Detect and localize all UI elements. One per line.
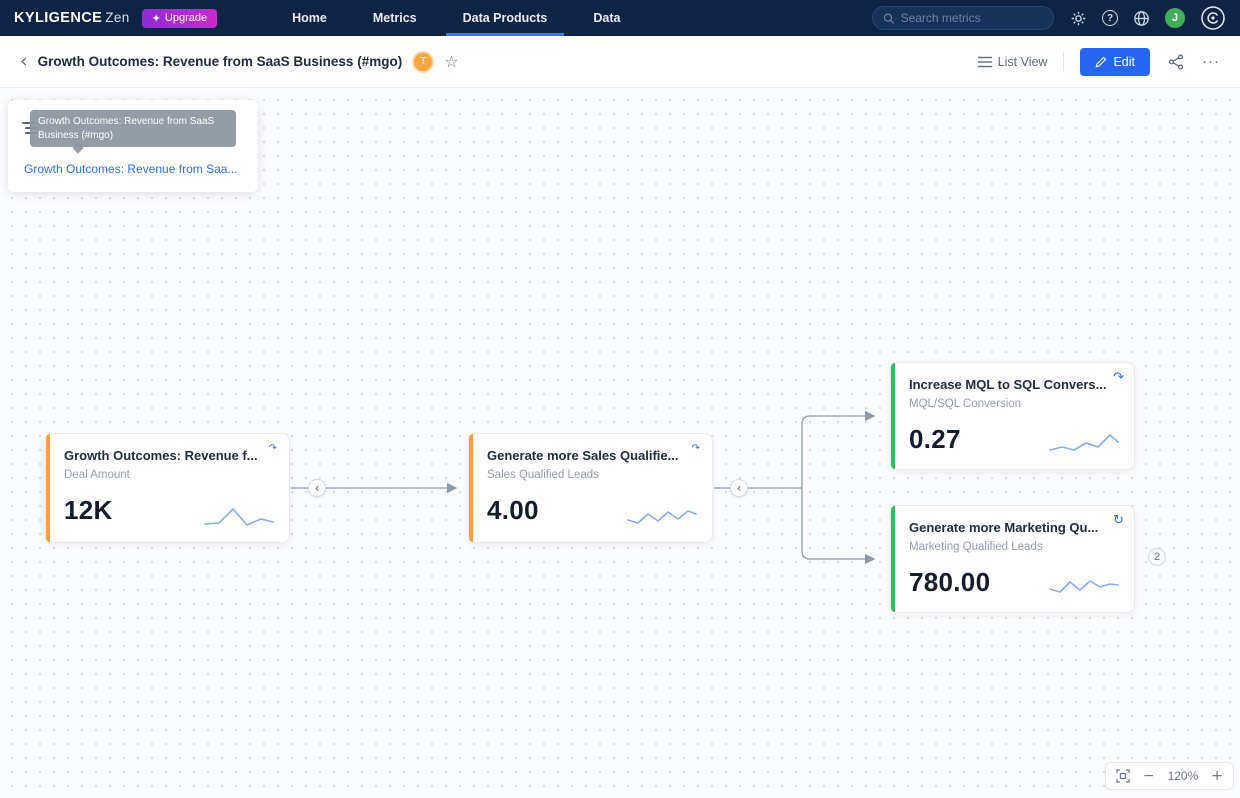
owner-badge[interactable]: T [414,53,432,71]
trend-arc-icon: ↷ [1113,371,1124,384]
nav-item-data[interactable]: Data [570,0,643,36]
brand-name: KYLIGENCE [14,10,102,26]
tree-selected-metric-link[interactable]: Growth Outcomes: Revenue from Saa... [24,162,248,176]
derived-metric-icon: ↷ [269,444,277,454]
list-view-label: List View [998,55,1048,69]
tree-tooltip: Growth Outcomes: Revenue from SaaS Busin… [30,110,236,147]
nav-label: Data Products [463,11,548,25]
edit-button[interactable]: Edit [1080,48,1150,76]
search-icon [883,12,895,25]
edit-label: Edit [1113,55,1135,69]
nav-item-metrics[interactable]: Metrics [350,0,440,36]
user-avatar[interactable]: J [1165,8,1185,28]
node-title: Growth Outcomes: Revenue f... [64,448,273,463]
sparkle-icon: ✦ [152,12,161,25]
fit-view-icon[interactable] [1116,769,1130,783]
metric-node-mql[interactable]: Generate more Marketing Qu... ↻ Marketin… [890,505,1135,613]
sparkline-chart [1048,429,1120,457]
node-metric-name: MQL/SQL Conversion [909,398,1118,410]
zoom-out-button[interactable]: − [1143,769,1155,783]
page-title: Growth Outcomes: Revenue from SaaS Busin… [38,54,403,69]
page-header: ‹ Growth Outcomes: Revenue from SaaS Bus… [0,36,1240,88]
upgrade-label: Upgrade [165,12,207,24]
refresh-icon: ↻ [1113,514,1124,527]
tree-navigator-panel: Growth Outcomes: Revenue from SaaS Busin… [8,100,258,192]
brand-logo[interactable]: KYLIGENCE Zen [14,10,130,26]
collapse-toggle[interactable]: ‹ [308,479,326,497]
metric-tree-canvas[interactable]: Growth Outcomes: Revenue from SaaS Busin… [0,88,1240,798]
metric-node-revenue[interactable]: Growth Outcomes: Revenue f... ↷ Deal Amo… [45,433,290,543]
node-title: Generate more Sales Qualifie... [487,448,696,463]
more-options-icon[interactable]: ··· [1202,53,1220,70]
sparkline-chart [626,502,698,530]
nav-item-home[interactable]: Home [269,0,350,36]
node-title: Increase MQL to SQL Convers... [909,377,1118,392]
metric-node-mql-sql-conversion[interactable]: Increase MQL to SQL Convers... ↷ MQL/SQL… [890,362,1135,470]
zoom-in-button[interactable]: + [1211,769,1223,783]
nav-label: Home [292,11,327,25]
brand-suffix: Zen [105,10,129,25]
upgrade-button[interactable]: ✦ Upgrade [142,9,217,28]
help-icon[interactable]: ? [1102,10,1118,26]
main-nav: Home Metrics Data Products Data [269,0,643,36]
zoom-level: 120% [1168,769,1199,783]
node-metric-name: Sales Qualified Leads [487,469,696,481]
derived-metric-icon: ↷ [692,444,700,454]
copilot-icon[interactable] [1200,5,1226,31]
nav-label: Data [593,11,620,25]
settings-gear-icon[interactable] [1070,10,1087,27]
search-box[interactable] [872,6,1054,30]
favorite-star-icon[interactable]: ☆ [444,52,458,71]
child-count-badge[interactable]: 2 [1148,548,1166,566]
back-icon[interactable]: ‹ [20,52,28,71]
metric-node-sql[interactable]: Generate more Sales Qualifie... ↷ Sales … [468,433,713,543]
top-navbar: KYLIGENCE Zen ✦ Upgrade Home Metrics Dat… [0,0,1240,36]
nav-label: Metrics [373,11,417,25]
share-icon[interactable] [1168,54,1184,70]
header-actions: List View Edit ··· [978,48,1220,76]
zoom-controls: − 120% + [1105,762,1234,790]
divider [1063,53,1064,71]
navbar-icons: ? J [1070,5,1226,31]
sparkline-chart [1048,572,1120,600]
node-metric-name: Marketing Qualified Leads [909,541,1118,553]
nav-item-data-products[interactable]: Data Products [440,0,571,36]
sparkline-chart [203,502,275,530]
node-metric-name: Deal Amount [64,469,273,481]
list-view-button[interactable]: List View [978,55,1048,69]
collapse-toggle[interactable]: ‹ [730,479,748,497]
pencil-icon [1095,56,1107,68]
node-title: Generate more Marketing Qu... [909,520,1118,535]
globe-icon[interactable] [1133,10,1150,27]
list-icon [978,56,992,68]
search-input[interactable] [901,11,1043,25]
